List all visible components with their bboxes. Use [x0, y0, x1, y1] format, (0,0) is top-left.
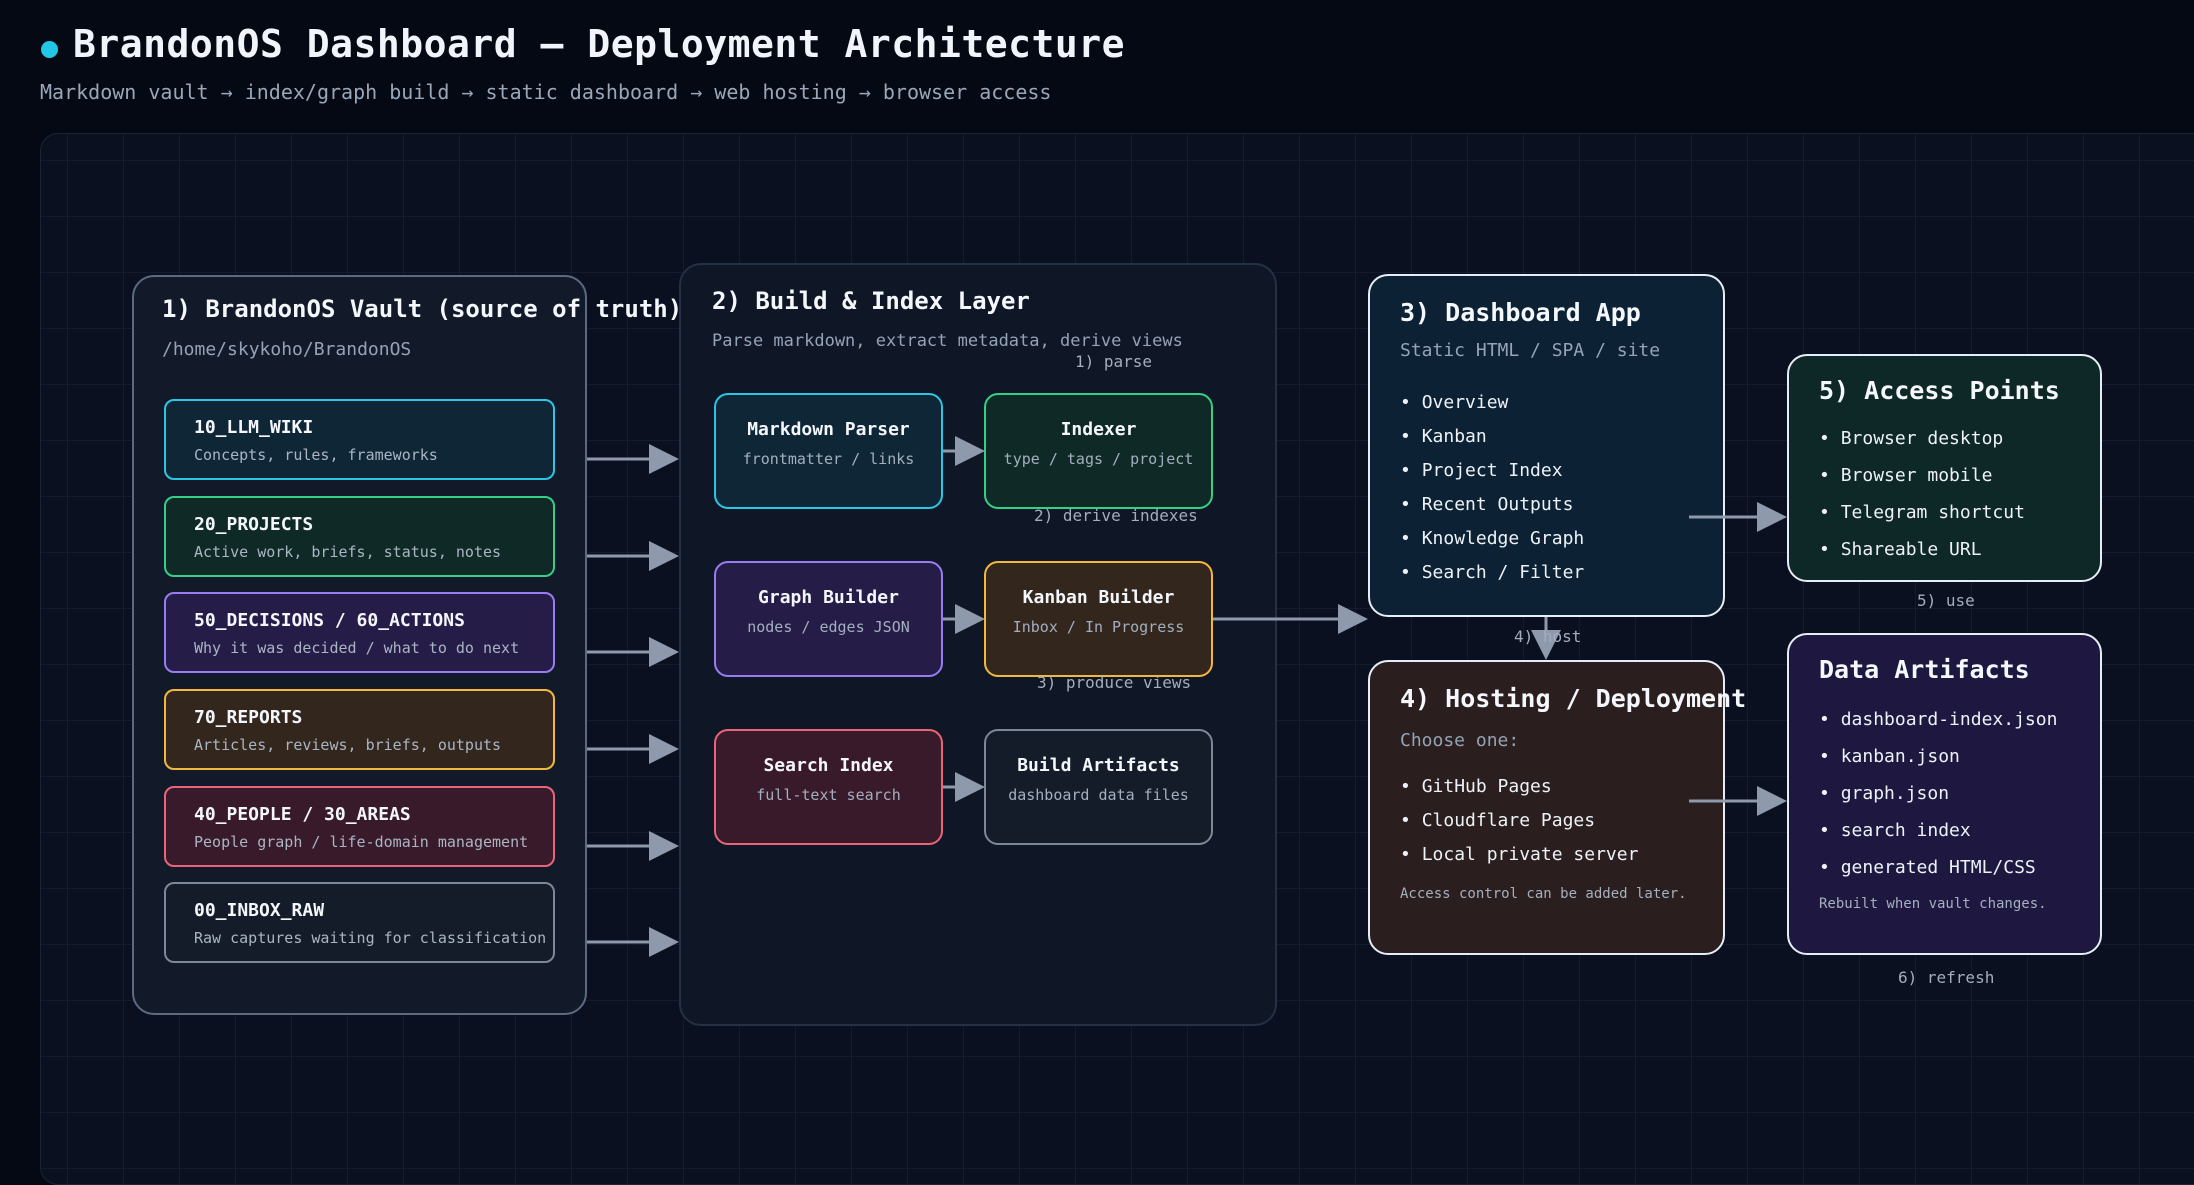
header-status-dot: [41, 41, 58, 58]
flow-label-refresh: 6) refresh: [1898, 968, 1995, 987]
node-subtitle: type / tags / project: [1003, 450, 1194, 468]
graph-builder-node[interactable]: Graph Builder nodes / edges JSON: [714, 561, 943, 677]
dashboard-feature: Recent Outputs: [1400, 488, 1584, 522]
node-title: Markdown Parser: [747, 419, 910, 440]
build-subtitle: Parse markdown, extract metadata, derive…: [712, 331, 1183, 351]
artifact-item: dashboard-index.json: [1819, 701, 2058, 738]
flow-label-produce: 3) produce views: [1037, 673, 1192, 692]
dashboard-feature: Kanban: [1400, 420, 1584, 454]
access-point: Browser mobile: [1819, 457, 2025, 494]
artifact-item: generated HTML/CSS: [1819, 849, 2057, 886]
folder-description: Active work, briefs, status, notes: [194, 543, 502, 561]
access-title: 5) Access Points: [1819, 376, 2060, 405]
vault-folder-reports[interactable]: 70_REPORTS Articles, reviews, briefs, ou…: [164, 689, 555, 770]
build-title: 2) Build & Index Layer: [712, 287, 1030, 315]
node-title: Graph Builder: [758, 587, 899, 608]
node-subtitle: frontmatter / links: [742, 450, 915, 468]
artifact-item: kanban.json: [1819, 738, 2057, 775]
vault-folder-decisions-actions[interactable]: 50_DECISIONS / 60_ACTIONS Why it was dec…: [164, 592, 555, 673]
markdown-parser-node[interactable]: Markdown Parser frontmatter / links: [714, 393, 943, 509]
dashboard-feature: Project Index: [1400, 454, 1584, 488]
hosting-subtitle: Choose one:: [1400, 730, 1520, 751]
dashboard-feature: Overview: [1400, 386, 1584, 420]
indexer-node[interactable]: Indexer type / tags / project: [984, 393, 1213, 509]
artifact-item: graph.json: [1819, 775, 2057, 812]
vault-folder-inbox-raw[interactable]: 00_INBOX_RAW Raw captures waiting for cl…: [164, 882, 555, 963]
folder-name: 10_LLM_WIKI: [194, 417, 314, 438]
folder-description: People graph / life-domain management: [194, 833, 529, 851]
folder-description: Articles, reviews, briefs, outputs: [194, 736, 502, 754]
build-artifacts-node[interactable]: Build Artifacts dashboard data files: [984, 729, 1213, 845]
node-title: Indexer: [1060, 419, 1137, 440]
vault-folder-people-areas[interactable]: 40_PEOPLE / 30_AREAS People graph / life…: [164, 786, 555, 867]
folder-description: Concepts, rules, frameworks: [194, 446, 438, 464]
dashboard-feature: Search / Filter: [1400, 556, 1585, 590]
hosting-option-list: GitHub Pages Cloudflare Pages Local priv…: [1400, 770, 1639, 872]
folder-name: 00_INBOX_RAW: [194, 900, 325, 921]
flow-arrows: [587, 436, 1787, 957]
access-point-list: Browser desktop Browser mobile Telegram …: [1819, 420, 2025, 568]
flow-label-parse: 1) parse: [1075, 352, 1153, 371]
kanban-builder-node[interactable]: Kanban Builder Inbox / In Progress: [984, 561, 1213, 677]
hosting-option: Local private server: [1400, 838, 1639, 872]
dashboard-subtitle: Static HTML / SPA / site: [1400, 340, 1661, 361]
page-title: BrandonOS Dashboard — Deployment Archite…: [73, 22, 1126, 66]
dashboard-title: 3) Dashboard App: [1400, 298, 1641, 327]
flow-label-use: 5) use: [1917, 591, 1975, 610]
artifact-list: dashboard-index.json kanban.json graph.j…: [1819, 701, 2058, 886]
page-subtitle: Markdown vault → index/graph build → sta…: [40, 80, 1052, 104]
search-index-node[interactable]: Search Index full-text search: [714, 729, 943, 845]
artifacts-note: Rebuilt when vault changes.: [1819, 896, 2047, 912]
node-subtitle: full-text search: [756, 786, 901, 804]
hosting-deployment-panel[interactable]: 4) Hosting / Deployment Choose one: GitH…: [1368, 660, 1746, 955]
vault-path: /home/skykoho/BrandonOS: [162, 339, 412, 360]
folder-name: 20_PROJECTS: [194, 514, 314, 535]
vault-folder-projects[interactable]: 20_PROJECTS Active work, briefs, status,…: [164, 496, 555, 577]
hosting-note: Access control can be added later.: [1400, 886, 1687, 902]
data-artifacts-panel[interactable]: Data Artifacts dashboard-index.json kanb…: [1787, 633, 2102, 955]
hosting-option: GitHub Pages: [1400, 770, 1638, 804]
access-point: Telegram shortcut: [1819, 494, 2025, 531]
node-title: Kanban Builder: [1022, 587, 1175, 608]
folder-name: 50_DECISIONS / 60_ACTIONS: [194, 610, 465, 631]
hosting-title: 4) Hosting / Deployment: [1400, 684, 1747, 713]
artifacts-title: Data Artifacts: [1819, 655, 2030, 684]
access-point: Browser desktop: [1819, 420, 2025, 457]
node-subtitle: Inbox / In Progress: [1012, 618, 1185, 636]
flow-label-host: 4) host: [1514, 627, 1582, 646]
folder-name: 40_PEOPLE / 30_AREAS: [194, 804, 411, 825]
vault-title: 1) BrandonOS Vault (source of truth): [162, 295, 683, 323]
folder-description: Why it was decided / what to do next: [194, 639, 520, 657]
artifact-item: search index: [1819, 812, 2057, 849]
folder-description: Raw captures waiting for classification: [194, 929, 547, 947]
folder-name: 70_REPORTS: [194, 707, 303, 728]
access-points-panel[interactable]: 5) Access Points Browser desktop Browser…: [1787, 354, 2102, 582]
flow-label-derive: 2) derive indexes: [1034, 506, 1198, 525]
node-title: Search Index: [763, 755, 894, 776]
node-subtitle: dashboard data files: [1008, 786, 1189, 804]
vault-folder-llm-wiki[interactable]: 10_LLM_WIKI Concepts, rules, frameworks: [164, 399, 555, 480]
node-title: Build Artifacts: [1017, 755, 1180, 776]
node-subtitle: nodes / edges JSON: [747, 618, 910, 636]
access-point: Shareable URL: [1819, 531, 2025, 568]
dashboard-feature-list: Overview Kanban Project Index Recent Out…: [1400, 386, 1585, 590]
dashboard-feature: Knowledge Graph: [1400, 522, 1585, 556]
hosting-option: Cloudflare Pages: [1400, 804, 1638, 838]
dashboard-app-panel[interactable]: 3) Dashboard App Static HTML / SPA / sit…: [1368, 274, 1725, 617]
